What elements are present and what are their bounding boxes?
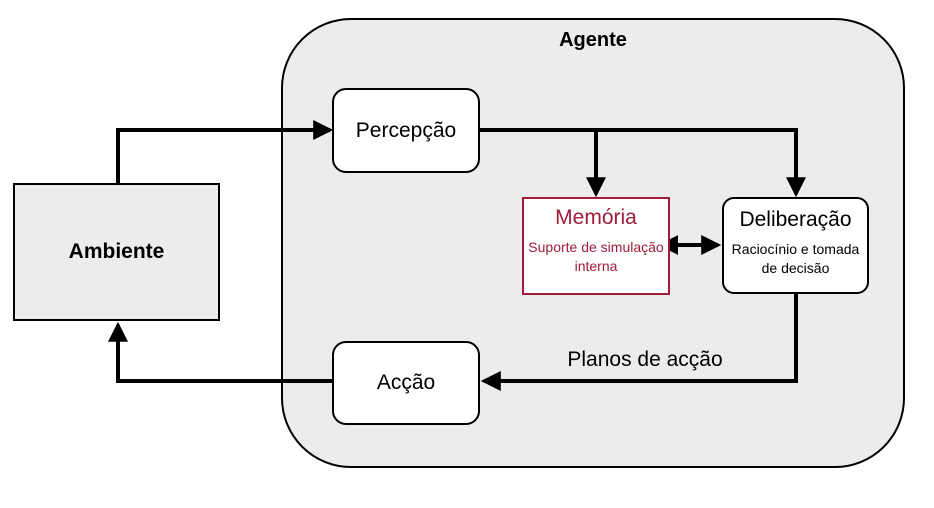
ambiente-label: Ambiente: [68, 240, 165, 263]
percepcao-label: Percepção: [355, 118, 457, 142]
percepcao-box: Percepção: [332, 88, 480, 173]
arrow-accao-to-ambiente: [108, 321, 332, 383]
deliberacao-title: Deliberação: [739, 207, 852, 231]
memoria-box: Memória Suporte de simulação interna: [522, 197, 670, 295]
deliberacao-subtitle: Raciocínio e tomada de decisão: [731, 240, 860, 276]
planos-label: Planos de acção: [567, 348, 723, 371]
accao-label: Acção: [376, 371, 436, 394]
memoria-subtitle: Suporte de simulação interna: [528, 239, 664, 274]
ambiente-box: Ambiente: [13, 183, 220, 321]
arrow-ambiente-to-percepcao: [116, 120, 334, 183]
deliberacao-box: Deliberação Raciocínio e tomada de decis…: [722, 197, 869, 294]
arrow-deliberacao-to-accao: [480, 294, 798, 391]
memoria-title: Memória: [555, 206, 637, 229]
arrow-percepcao-to-deliberacao: [480, 128, 806, 198]
accao-box: Acção: [332, 341, 480, 425]
agent-title: Agente: [559, 29, 627, 51]
